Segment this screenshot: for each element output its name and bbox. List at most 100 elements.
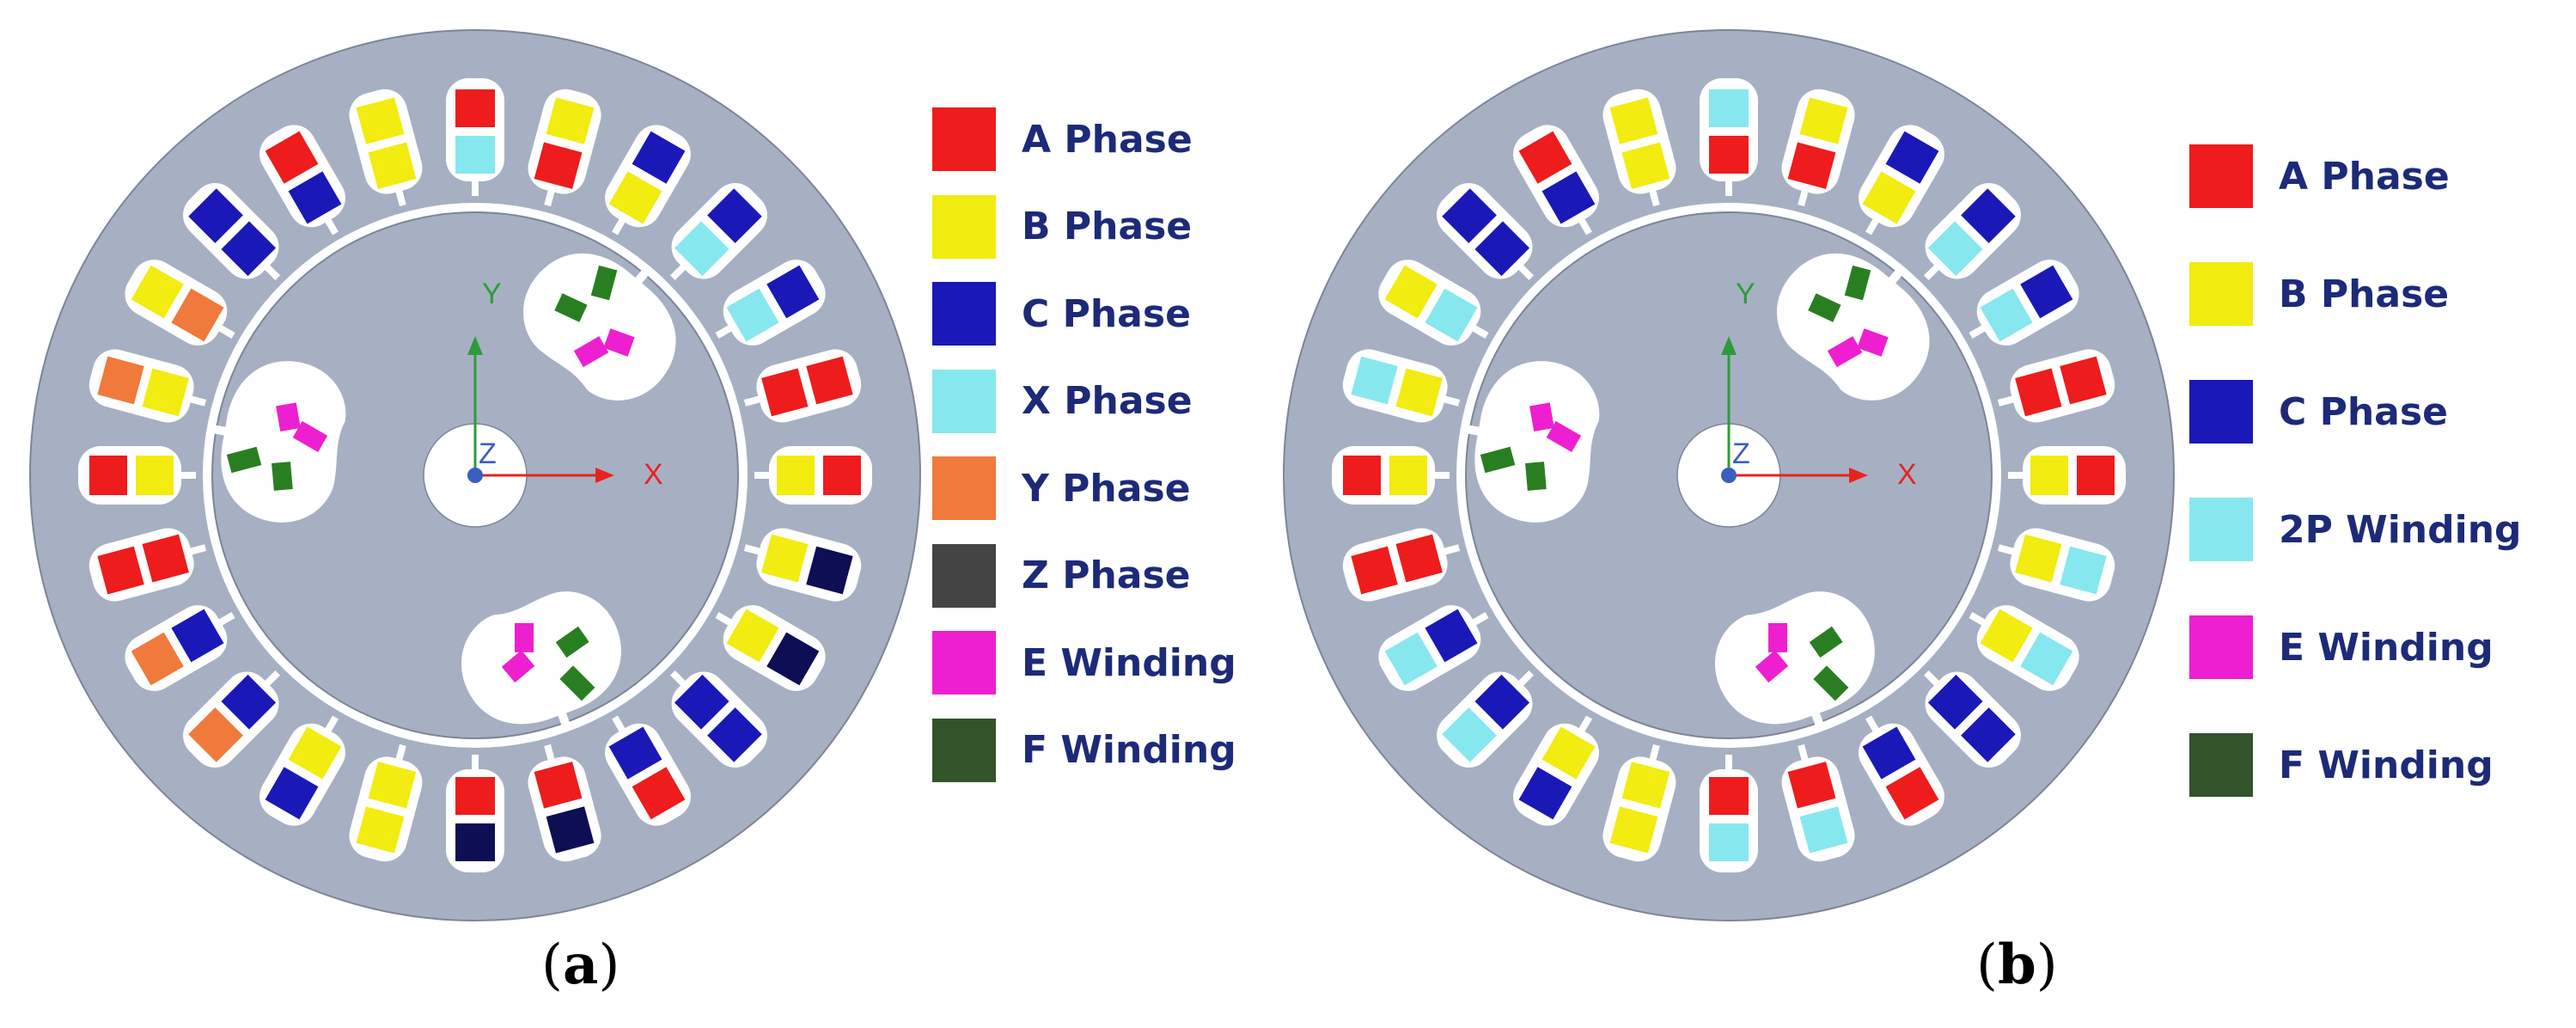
coil-outer [89,456,127,495]
legend-item: A Phase [932,107,1193,171]
coil-outer [632,131,686,184]
legend-swatch [932,194,996,259]
slot-opening [1725,755,1732,772]
y-axis-label: Y [1736,278,1755,310]
slot-opening [1441,395,1461,407]
legend-label: X Phase [1022,379,1193,423]
y-axis-label: Y [482,278,502,310]
legend-item: C Phase [2189,380,2448,444]
coil-e-winding [292,420,328,452]
coil-outer [1384,632,1438,686]
coil-outer [546,97,595,144]
stator-slot [1859,715,1944,826]
rotor-slot [1777,253,1930,401]
coil-outer [766,265,820,319]
stator-slot [1602,89,1676,207]
coil-outer [1609,806,1658,854]
stator-slot [89,349,207,423]
stator-slot [528,743,601,862]
slot-opening [187,395,207,407]
coil-inner [1980,609,2033,663]
legend-label: E Winding [2279,625,2494,670]
stator-slot [715,260,826,346]
coil-outer [455,89,495,127]
slot-opening [394,187,406,207]
stator-slot [1602,743,1676,862]
legend-item: F Winding [2189,733,2494,797]
slot-opening [2008,472,2025,479]
coil-f-winding [1809,626,1843,658]
legend-item: Y Phase [932,456,1190,520]
legend-label: Y Phase [1022,466,1191,511]
coil-e-winding [573,336,609,368]
stator-slot [1437,183,1535,281]
slot-opening [217,612,235,627]
coil-inner [1980,288,2033,342]
slot-opening [1798,187,1810,207]
slot-opening [743,544,763,556]
stator-slot [743,528,862,602]
coil-inner [142,368,189,417]
coordinate-axes: YXZ [467,278,663,491]
coil-e-winding [501,650,535,683]
coil-inner [1621,142,1670,189]
coil-outer [1799,97,1848,144]
slot-opening [612,217,626,236]
stator-slot [1700,755,1758,872]
rotor-slot-cavity [221,361,346,523]
coil-outer [1885,131,1939,184]
legend-swatch [2189,380,2253,444]
slot-opening [324,715,339,734]
coil-e-winding [1546,420,1582,452]
coil-inner [1862,726,1916,780]
legend-swatch [2189,144,2253,208]
coil-inner [221,221,277,277]
coil-inner [777,456,815,495]
coil-outer [806,356,853,405]
stator-slot [1332,446,1450,505]
coil-inner [1709,136,1749,174]
legend-item: Z Phase [932,543,1191,608]
coil-inner [1395,368,1443,417]
coil-f-winding [554,293,588,322]
stator-slot [183,670,281,768]
stator-slot [1378,260,1489,346]
slot-opening [715,612,734,627]
panel-a-stator-diagram: YXZ [29,29,921,921]
coil-outer [707,707,762,762]
coil-e-winding [276,402,301,432]
x-axis-label: X [644,458,663,491]
coil-outer [1343,456,1381,495]
legend-label: F Winding [2279,743,2494,787]
coil-inner [1425,609,1478,663]
legend-label: 2P Winding [2279,507,2522,552]
x-axis-arrowhead [595,468,614,483]
legend-swatch [2189,498,2253,561]
coil-outer [131,265,184,319]
coil-f-winding [1480,446,1516,474]
stator-slot [125,605,235,691]
coil-inner [1787,142,1836,189]
coil-outer [1709,823,1749,861]
coil-outer [356,806,405,854]
legend-item: B Phase [2189,262,2449,326]
slot-opening [1441,544,1461,556]
coil-outer [823,456,861,495]
legend-swatch [932,631,996,695]
coil-inner [455,777,495,815]
legend-swatch [932,107,996,171]
coil-outer [1961,707,2016,762]
slot-opening [544,187,556,207]
slot-opening [187,544,207,556]
coil-inner [2015,534,2062,583]
coil-outer [1442,188,1497,243]
coil-outer [356,97,405,144]
slot-opening [1432,472,1450,479]
coil-outer [1799,806,1848,854]
coil-outer [806,546,853,595]
legend-label: C Phase [1022,291,1191,336]
stator-slot [89,528,207,602]
slot-opening [612,715,626,734]
slot-opening [669,263,687,281]
